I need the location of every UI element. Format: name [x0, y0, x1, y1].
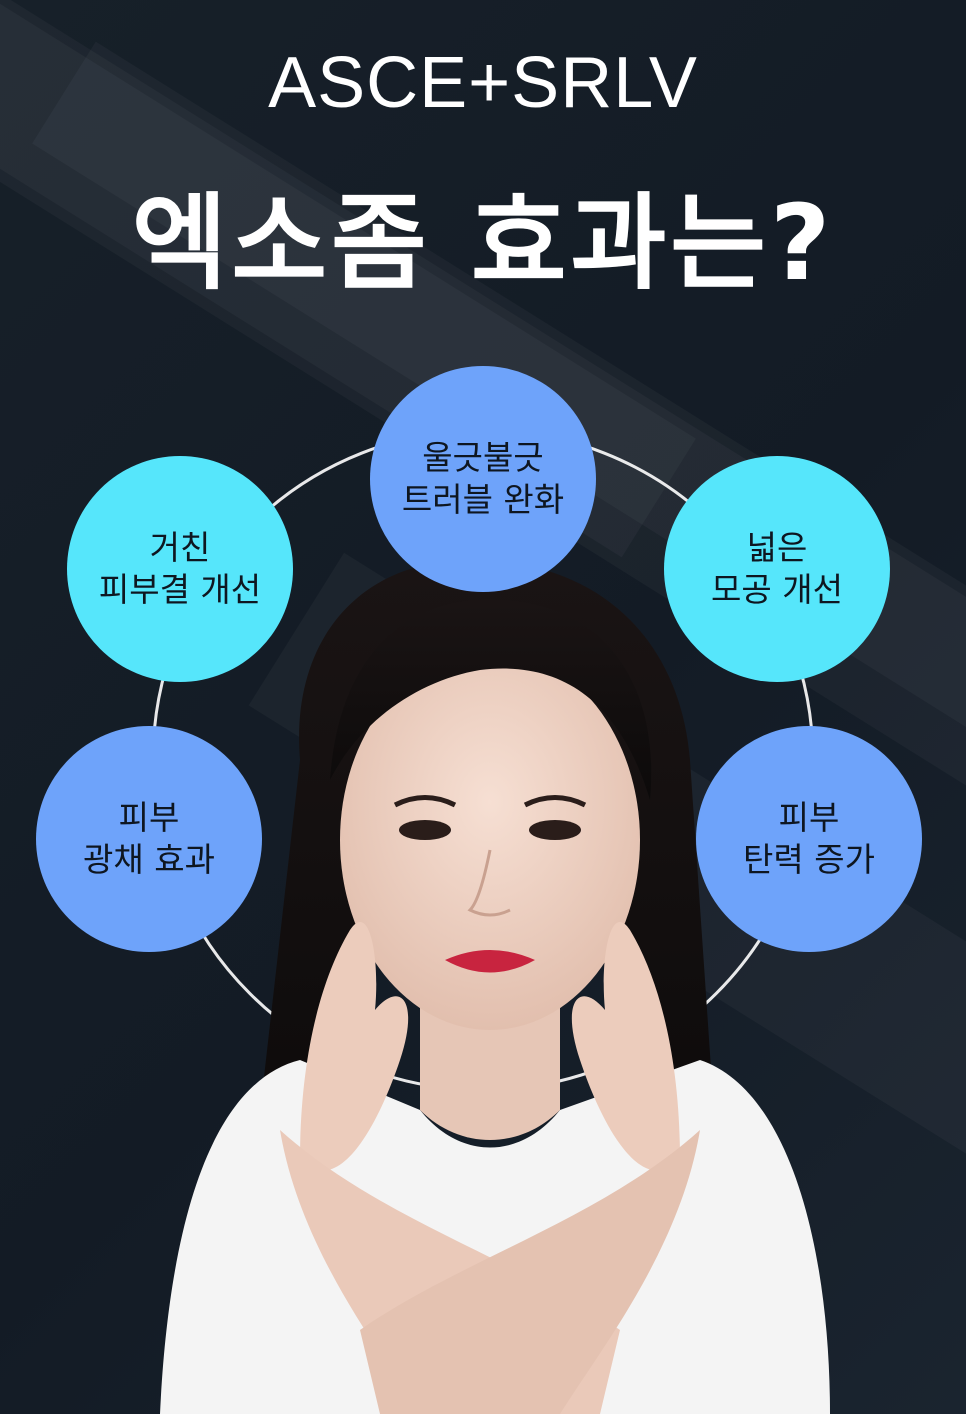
benefit-line1: 거친 [149, 528, 211, 567]
benefit-line2: 트러블 완화 [401, 480, 565, 519]
subtitle: ASCE+SRLV [268, 43, 698, 123]
benefit-bubble-radiance: 피부 광채 효과 [36, 726, 262, 952]
benefit-bubble-elasticity: 피부 탄력 증가 [696, 726, 922, 952]
benefit-line2: 탄력 증가 [743, 840, 875, 879]
page-title: 엑소좀 효과는? [131, 182, 835, 304]
benefit-bubble-trouble: 울긋불긋 트러블 완화 [370, 366, 596, 592]
benefit-line2: 피부결 개선 [98, 570, 262, 609]
benefit-bubble-pores: 넓은 모공 개선 [664, 456, 890, 682]
benefit-line1: 피부 [778, 798, 840, 837]
benefit-line2: 광채 효과 [83, 840, 215, 879]
benefit-line1: 울긋불긋 [422, 438, 544, 477]
benefit-line1: 피부 [118, 798, 180, 837]
benefit-line2: 모공 개선 [711, 570, 843, 609]
benefit-bubble-texture: 거친 피부결 개선 [67, 456, 293, 682]
benefit-line1: 넓은 [746, 528, 808, 567]
